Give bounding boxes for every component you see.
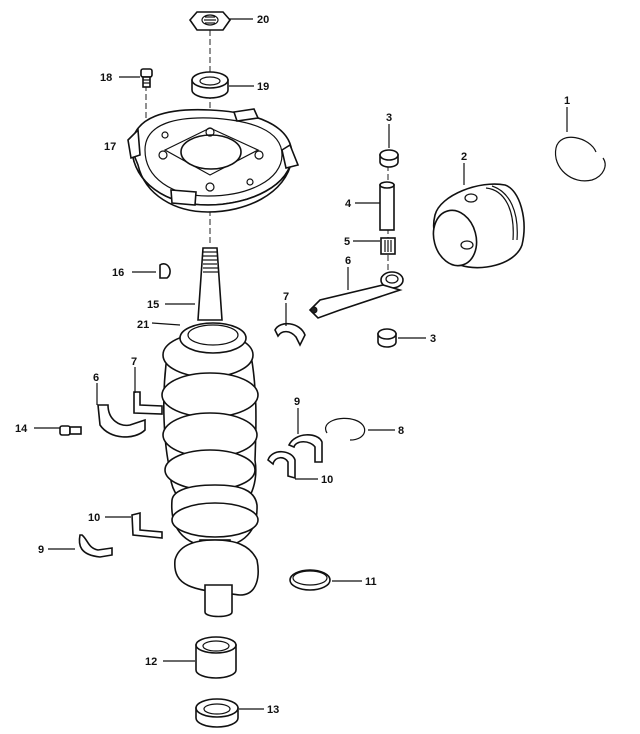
callout-16: 16 bbox=[112, 267, 124, 279]
bearing-cage-right-part bbox=[267, 450, 296, 480]
callout-15: 15 bbox=[147, 299, 159, 311]
callout-8: 8 bbox=[398, 425, 404, 437]
rod-bearing-cage-right-part bbox=[274, 322, 306, 347]
callout-10-left: 10 bbox=[88, 512, 100, 524]
callout-2: 2 bbox=[461, 151, 467, 163]
crankshaft-taper-part bbox=[197, 247, 223, 321]
rod-cap-part bbox=[97, 404, 146, 438]
retaining-ring-part bbox=[324, 417, 366, 441]
rod-bolt-part bbox=[59, 425, 82, 436]
thrust-washer-lower-part bbox=[377, 328, 397, 348]
rod-bearing-cage-left-part bbox=[133, 391, 163, 415]
leader-lines bbox=[34, 18, 568, 710]
callout-4: 4 bbox=[345, 198, 352, 210]
oil-seal-part bbox=[195, 698, 239, 728]
callout-11: 11 bbox=[365, 576, 377, 588]
callout-6-rod: 6 bbox=[345, 255, 351, 267]
callout-14: 14 bbox=[15, 423, 28, 435]
callout-1: 1 bbox=[564, 95, 570, 107]
seal-ring-part bbox=[289, 569, 331, 591]
connecting-rod-part bbox=[308, 271, 404, 319]
callout-7-right: 7 bbox=[283, 291, 289, 303]
flywheel-nut-part bbox=[188, 11, 232, 31]
callout-10-right: 10 bbox=[321, 474, 333, 486]
crankshaft-body-part bbox=[161, 322, 259, 618]
bearing-cage-left-part bbox=[131, 511, 163, 539]
callout-13: 13 bbox=[267, 704, 279, 716]
callout-7-left: 7 bbox=[131, 356, 137, 368]
upper-bearing-housing-part bbox=[127, 108, 300, 213]
thrust-washer-upper-part bbox=[379, 149, 399, 168]
callout-20: 20 bbox=[257, 14, 269, 26]
callout-17: 17 bbox=[104, 141, 116, 153]
woodruff-key-part bbox=[159, 263, 171, 279]
callout-3-lower: 3 bbox=[430, 333, 436, 345]
callout-9-left: 9 bbox=[38, 544, 44, 556]
bearing-race-left-part bbox=[78, 534, 113, 558]
callout-12: 12 bbox=[145, 656, 157, 668]
lower-needle-bearing-part bbox=[195, 636, 237, 679]
housing-screw-part bbox=[140, 68, 153, 88]
callout-9-right: 9 bbox=[294, 396, 300, 408]
piston-pin-part bbox=[379, 181, 395, 231]
callout-5: 5 bbox=[344, 236, 350, 248]
bearing-race-right-part bbox=[287, 434, 323, 463]
callout-6-cap: 6 bbox=[93, 372, 99, 384]
piston-part bbox=[432, 183, 525, 269]
callout-21: 21 bbox=[137, 319, 149, 331]
upper-seal-part bbox=[191, 71, 229, 99]
callout-3-upper: 3 bbox=[386, 112, 392, 124]
needle-bearing-part bbox=[380, 237, 396, 255]
callout-18: 18 bbox=[100, 72, 112, 84]
callout-19: 19 bbox=[257, 81, 269, 93]
piston-ring-part bbox=[554, 136, 606, 182]
